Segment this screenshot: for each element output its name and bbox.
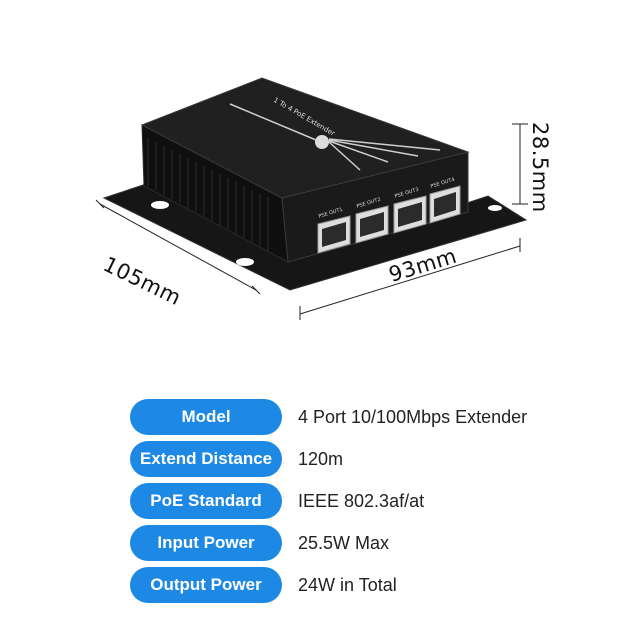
spec-row-input-power: Input Power 25.5W Max	[130, 522, 550, 564]
heat-sink-fins	[147, 138, 269, 251]
mount-hole	[151, 201, 169, 209]
mount-hole	[488, 205, 502, 211]
ethernet-port	[429, 185, 461, 224]
spec-label-pill: Output Power	[130, 567, 282, 603]
ethernet-port	[393, 195, 427, 234]
splitter-lines	[229, 103, 441, 171]
spec-label-pill: Extend Distance	[130, 441, 282, 477]
poe-extender-illustration	[95, 77, 528, 320]
spec-row-output-power: Output Power 24W in Total	[130, 564, 550, 606]
spec-value: 24W in Total	[298, 574, 397, 595]
spec-value: 25.5W Max	[298, 532, 390, 553]
spec-label-pill: PoE Standard	[130, 483, 282, 519]
spec-value: 120m	[298, 448, 344, 469]
ethernet-port	[355, 205, 389, 244]
spec-value: IEEE 802.3af/at	[298, 490, 425, 511]
spec-table: Model 4 Port 10/100Mbps Extender Extend …	[130, 396, 550, 606]
spec-row-poe-standard: PoE Standard IEEE 802.3af/at	[130, 480, 550, 522]
splitter-graphic	[315, 135, 329, 149]
spec-label-pill: Model	[130, 399, 282, 435]
mount-hole	[236, 258, 254, 266]
spec-row-model: Model 4 Port 10/100Mbps Extender	[130, 396, 550, 438]
ethernet-port	[317, 215, 351, 254]
product-image: 1 To 4 PoE Extender PSE OUT1 PSE OUT2 PS…	[95, 77, 552, 320]
spec-label-pill: Input Power	[130, 525, 282, 561]
dimension-lines	[95, 123, 528, 320]
spec-value: 4 Port 10/100Mbps Extender	[298, 406, 528, 427]
spec-row-extend-distance: Extend Distance 120m	[130, 438, 550, 480]
height-dimension-label: 28.5mm	[528, 122, 552, 213]
